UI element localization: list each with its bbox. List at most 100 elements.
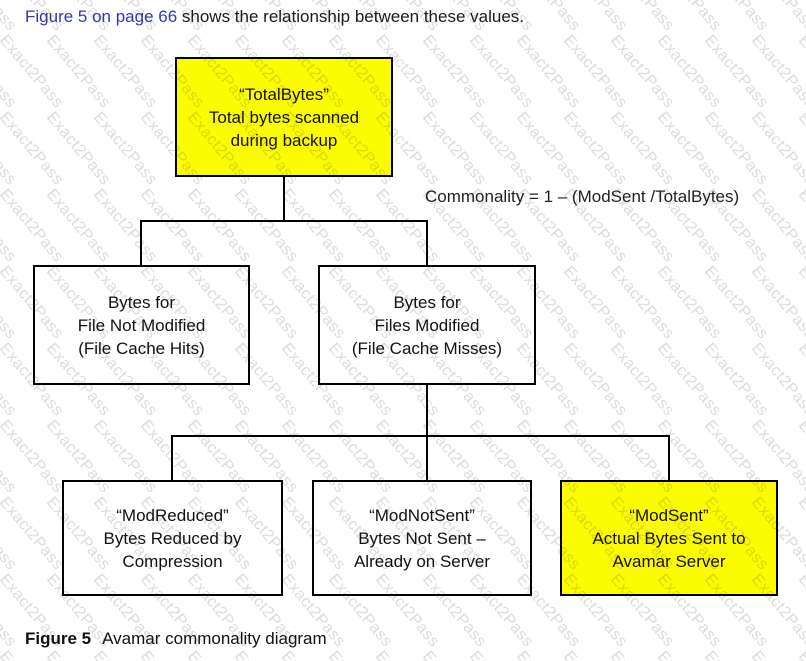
- connector-drop-not-modified: [140, 220, 142, 265]
- intro-sentence: Figure 5 on page 66 shows the relationsh…: [25, 6, 524, 28]
- connector-level1-horizontal: [140, 220, 428, 222]
- watermark-text: Exact2Pass: [418, 109, 490, 189]
- watermark-text: Exact2Pass: [700, 0, 772, 35]
- node-line: Total bytes scanned: [208, 107, 360, 127]
- watermark-text: Exact2Pass: [0, 186, 20, 266]
- connector-drop-mod-sent: [668, 435, 670, 480]
- watermark-text: Exact2Pass: [700, 109, 772, 189]
- watermark-text: Exact2Pass: [465, 109, 537, 189]
- watermark-text: Exact2Pass: [747, 109, 806, 189]
- watermark-text: Exact2Pass: [0, 648, 67, 661]
- figure-caption-label: Figure 5: [25, 629, 92, 648]
- watermark-text: Exact2Pass: [418, 32, 490, 112]
- node-line: (File Cache Hits): [78, 338, 205, 358]
- node-line: Avamar Server: [612, 551, 726, 571]
- watermark-text: Exact2Pass: [559, 32, 631, 112]
- watermark-text: Exact2Pass: [136, 648, 208, 661]
- watermark-text: Exact2Pass: [747, 32, 806, 112]
- watermark-text: Exact2Pass: [559, 340, 631, 420]
- watermark-text: Exact2Pass: [0, 571, 20, 651]
- commonality-formula: Commonality = 1 – (ModSent /TotalBytes): [425, 187, 740, 206]
- watermark-text: Exact2Pass: [42, 648, 114, 661]
- node-mod-not-sent: “ModNotSent” Bytes Not Sent – Already on…: [312, 480, 532, 596]
- watermark-text: Exact2Pass: [747, 186, 806, 266]
- watermark-text: Exact2Pass: [0, 494, 20, 574]
- watermark-text: Exact2Pass: [794, 32, 806, 112]
- watermark-text: Exact2Pass: [794, 417, 806, 497]
- watermark-text: Exact2Pass: [0, 340, 20, 420]
- node-line: Compression: [122, 551, 223, 571]
- watermark-text: Exact2Pass: [653, 263, 725, 343]
- watermark-text: Exact2Pass: [183, 186, 255, 266]
- watermark-text: Exact2Pass: [653, 109, 725, 189]
- watermark-text: Exact2Pass: [700, 32, 772, 112]
- watermark-text: Exact2Pass: [653, 32, 725, 112]
- node-line: “TotalBytes”: [239, 84, 329, 104]
- watermark-text: Exact2Pass: [606, 263, 678, 343]
- watermark-text: Exact2Pass: [89, 186, 161, 266]
- node-line: File Not Modified: [77, 315, 206, 335]
- watermark-text: Exact2Pass: [559, 0, 631, 35]
- watermark-text: Exact2Pass: [0, 109, 20, 189]
- watermark-text: Exact2Pass: [794, 340, 806, 420]
- figure-reference-link[interactable]: Figure 5 on page 66: [25, 7, 178, 26]
- watermark-text: Exact2Pass: [277, 648, 349, 661]
- watermark-text: Exact2Pass: [512, 648, 584, 661]
- watermark-text: Exact2Pass: [512, 32, 584, 112]
- watermark-text: Exact2Pass: [512, 109, 584, 189]
- node-line: Bytes for: [393, 292, 461, 312]
- watermark-text: Exact2Pass: [0, 186, 67, 266]
- watermark-text: Exact2Pass: [700, 263, 772, 343]
- watermark-text: Exact2Pass: [42, 186, 114, 266]
- watermark-text: Exact2Pass: [371, 648, 443, 661]
- watermark-text: Exact2Pass: [606, 32, 678, 112]
- figure-caption-text: Avamar commonality diagram: [102, 629, 327, 648]
- watermark-text: Exact2Pass: [136, 186, 208, 266]
- node-mod-sent: “ModSent” Actual Bytes Sent to Avamar Se…: [560, 480, 778, 596]
- watermark-text: Exact2Pass: [700, 648, 772, 661]
- node-line: Files Modified: [374, 315, 480, 335]
- node-line: Bytes Reduced by: [103, 528, 242, 548]
- node-line: Actual Bytes Sent to: [592, 528, 746, 548]
- connector-total-down: [283, 177, 285, 222]
- watermark-text: Exact2Pass: [0, 417, 67, 497]
- node-mod-reduced: “ModReduced” Bytes Reduced by Compressio…: [62, 480, 283, 596]
- watermark-text: Exact2Pass: [89, 32, 161, 112]
- watermark-text: Exact2Pass: [794, 494, 806, 574]
- watermark-text: Exact2Pass: [559, 648, 631, 661]
- watermark-text: Exact2Pass: [653, 340, 725, 420]
- watermark-text: Exact2Pass: [0, 417, 20, 497]
- connector-drop-mod-not-sent: [426, 435, 428, 480]
- node-line: Bytes Not Sent –: [358, 528, 486, 548]
- watermark-text: Exact2Pass: [747, 648, 806, 661]
- watermark-text: Exact2Pass: [653, 0, 725, 35]
- watermark-text: Exact2Pass: [0, 263, 20, 343]
- watermark-text: Exact2Pass: [794, 109, 806, 189]
- watermark-text: Exact2Pass: [747, 0, 806, 35]
- intro-sentence-text: shows the relationship between these val…: [177, 7, 524, 26]
- figure-caption: Figure 5 Avamar commonality diagram: [25, 629, 327, 649]
- connector-modified-down: [426, 385, 428, 437]
- watermark-text: Exact2Pass: [465, 32, 537, 112]
- watermark-text: Exact2Pass: [0, 648, 20, 661]
- watermark-text: Exact2Pass: [183, 648, 255, 661]
- watermark-text: Exact2Pass: [89, 109, 161, 189]
- watermark-text: Exact2Pass: [230, 648, 302, 661]
- watermark-text: Exact2Pass: [42, 109, 114, 189]
- node-line: (File Cache Misses): [351, 338, 503, 358]
- node-line: Already on Server: [353, 551, 491, 571]
- watermark-text: Exact2Pass: [559, 263, 631, 343]
- watermark-text: Exact2Pass: [0, 494, 67, 574]
- watermark-text: Exact2Pass: [42, 32, 114, 112]
- watermark-text: Exact2Pass: [794, 186, 806, 266]
- node-total-bytes: “TotalBytes” Total bytes scanned during …: [175, 57, 393, 177]
- watermark-text: Exact2Pass: [89, 648, 161, 661]
- node-file-not-modified: Bytes for File Not Modified (File Cache …: [33, 265, 250, 385]
- connector-drop-mod-reduced: [171, 435, 173, 480]
- watermark-text: Exact2Pass: [418, 648, 490, 661]
- node-line: during backup: [230, 130, 338, 150]
- watermark-text: Exact2Pass: [0, 32, 20, 112]
- watermark-text: Exact2Pass: [747, 340, 806, 420]
- connector-level2-horizontal: [171, 435, 670, 437]
